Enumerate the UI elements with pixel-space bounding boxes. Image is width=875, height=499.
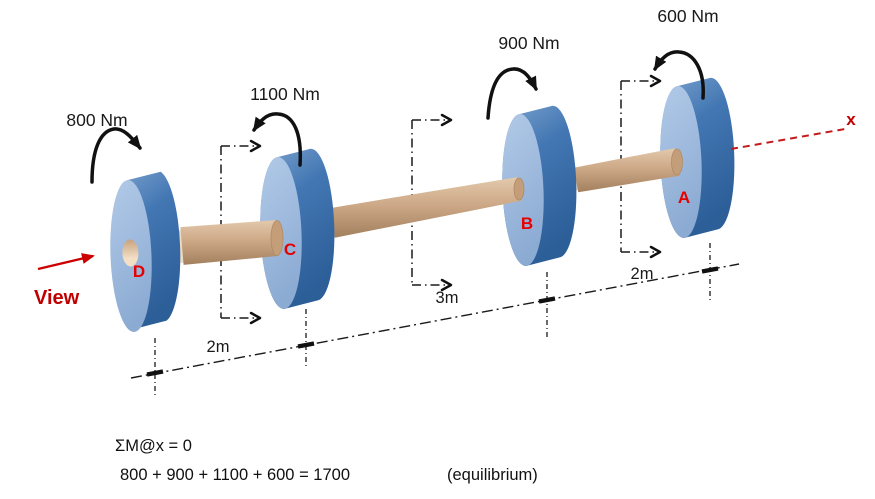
disk-letter-a: A — [678, 188, 690, 207]
torque-arrow-600-ccw — [653, 50, 705, 100]
shaft-ba-body — [573, 148, 680, 193]
view-label: View — [34, 287, 80, 309]
equation-note: (equilibrium) — [447, 466, 538, 484]
view-arrow — [37, 253, 95, 271]
section-line-dc — [220, 139, 262, 325]
equilibrium-equations: ΣM@x = 0 800 + 900 + 1100 + 600 = 1700 (… — [115, 437, 538, 484]
shaft-cb-tip — [513, 177, 525, 201]
equation-line-2: 800 + 900 + 1100 + 600 = 1700 — [120, 466, 350, 484]
shaft-ba-tip — [671, 148, 683, 176]
dimension-bold-ticks — [146, 266, 719, 377]
baseline-diagonal — [130, 263, 740, 379]
view-indicator: View — [34, 253, 95, 309]
x-axis-label: x — [846, 110, 856, 129]
section-line-ba — [620, 74, 662, 259]
disk-d — [110, 171, 181, 332]
shaft-cb-body — [329, 177, 522, 238]
section-lines — [220, 74, 662, 325]
torque-label-c: 1100 Nm — [250, 84, 320, 104]
torque-arrow-900-cw — [486, 67, 538, 120]
equation-line-1: ΣM@x = 0 — [115, 437, 192, 455]
disk-letter-c: C — [284, 240, 296, 259]
torque-arrow-1100-ccw — [252, 112, 303, 167]
torque-arrows — [90, 50, 705, 184]
torque-label-b: 900 Nm — [498, 33, 559, 53]
shaft-dc-tip — [270, 220, 284, 256]
shaft-segment-cb — [326, 177, 525, 238]
torque-label-d: 800 Nm — [66, 110, 127, 130]
dim-label-ba: 2m — [631, 265, 654, 283]
x-axis-dashed-line — [730, 128, 846, 150]
disk-letter-d: D — [133, 262, 145, 281]
torque-arrow-800-cw — [90, 127, 142, 184]
dimension-baseline — [130, 243, 740, 397]
dim-label-dc: 2m — [207, 338, 230, 356]
dim-label-cb: 3m — [436, 289, 459, 307]
disk-d-hole — [122, 239, 139, 267]
torque-label-a: 600 Nm — [657, 6, 718, 26]
disk-letter-b: B — [521, 214, 533, 233]
shaft-dc-body — [180, 220, 279, 265]
x-axis: x — [730, 110, 856, 150]
